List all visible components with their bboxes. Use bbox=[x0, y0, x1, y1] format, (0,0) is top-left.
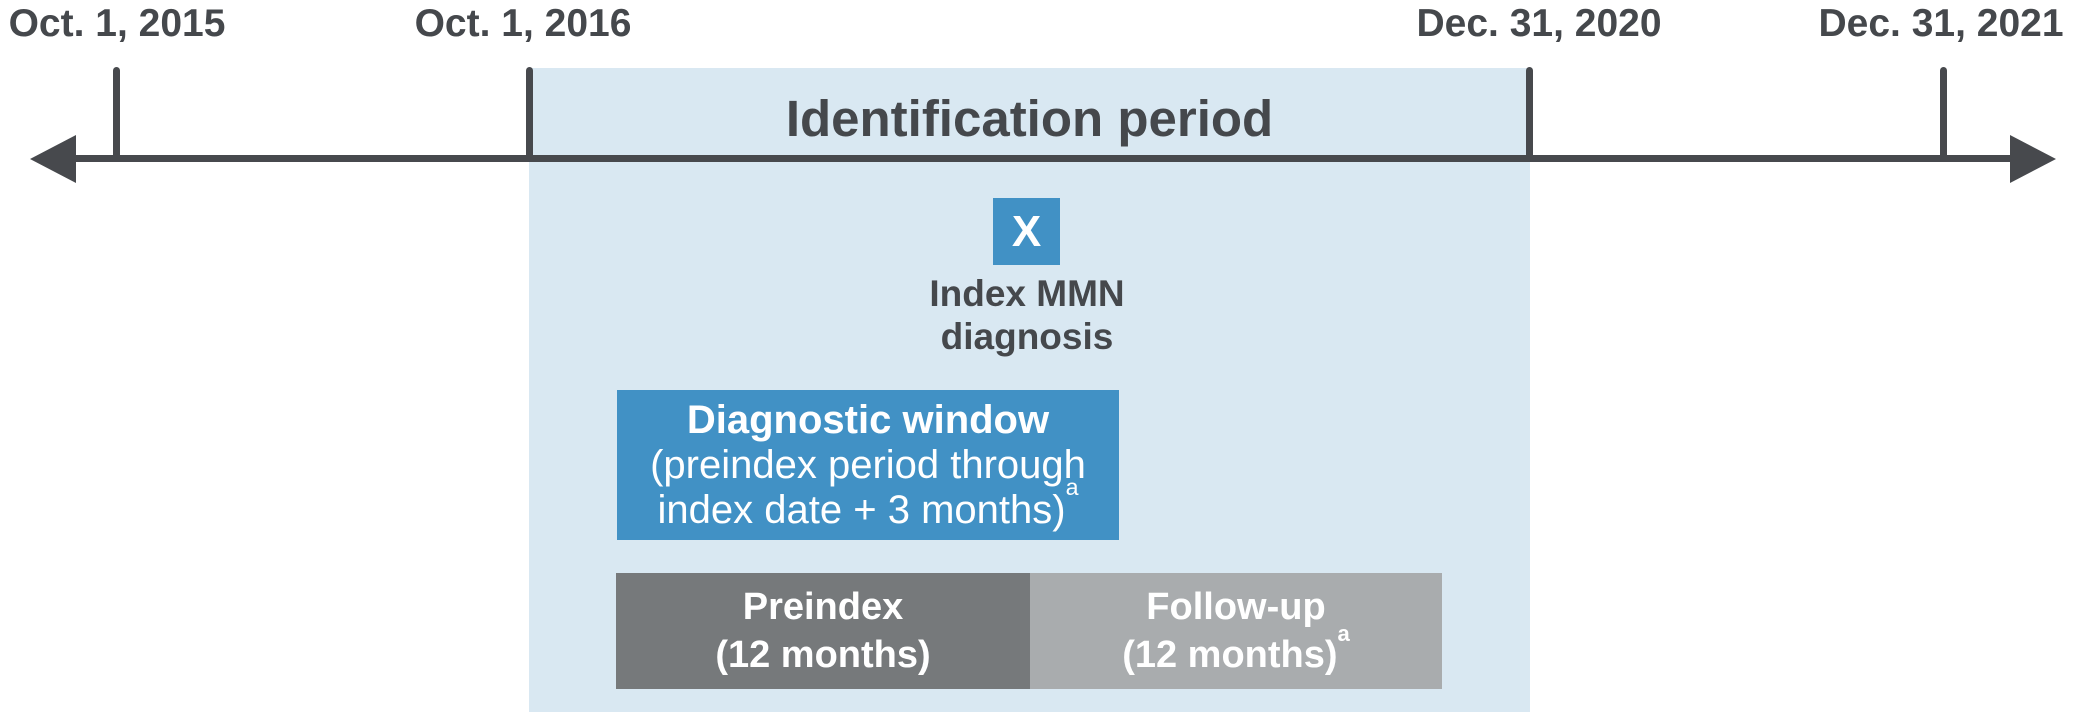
date-label-dec-31-2021: Dec. 31, 2021 bbox=[1818, 2, 2064, 45]
preindex-title: Preindex bbox=[742, 586, 904, 628]
diagnostic-window-title: Diagnostic window bbox=[686, 397, 1050, 442]
index-diagnosis-label-line1: Index MMN bbox=[929, 273, 1125, 314]
diagnostic-window-detail-line2: index date + 3 months)a bbox=[657, 474, 1079, 532]
index-diagnosis-label-line2: diagnosis bbox=[940, 316, 1114, 357]
timeline-axis bbox=[48, 155, 2026, 162]
index-diagnosis-label: Index MMN diagnosis bbox=[877, 272, 1177, 358]
preindex-duration: (12 months) bbox=[715, 634, 931, 676]
timeline-tick-dec-31-2021 bbox=[1940, 67, 1947, 158]
followup-title: Follow-up bbox=[1146, 586, 1326, 628]
timeline-tick-dec-31-2020 bbox=[1526, 67, 1533, 158]
date-label-oct-1-2016: Oct. 1, 2016 bbox=[414, 2, 632, 45]
diagnostic-window-footnote-marker: a bbox=[1065, 474, 1079, 501]
x-marker-glyph: X bbox=[1011, 206, 1042, 256]
diagnostic-window-box: Diagnostic window (preindex period throu… bbox=[617, 390, 1119, 540]
followup-footnote-marker: a bbox=[1337, 621, 1350, 647]
preindex-period-box: Preindex (12 months) bbox=[616, 573, 1030, 689]
date-label-dec-31-2020: Dec. 31, 2020 bbox=[1416, 2, 1662, 45]
diagnostic-window-detail-line1: (preindex period through bbox=[650, 442, 1086, 487]
timeline-arrow-right-icon bbox=[2010, 135, 2056, 183]
followup-period-box: Follow-up (12 months)a bbox=[1030, 573, 1442, 689]
timeline-tick-oct-1-2016 bbox=[526, 67, 533, 158]
date-label-oct-1-2015: Oct. 1, 2015 bbox=[8, 2, 226, 45]
followup-duration: (12 months)a bbox=[1122, 621, 1350, 676]
timeline-tick-oct-1-2015 bbox=[113, 67, 120, 158]
index-diagnosis-marker-box: X bbox=[993, 198, 1060, 265]
timeline-arrow-left-icon bbox=[30, 135, 76, 183]
identification-period-label: Identification period bbox=[785, 89, 1274, 147]
